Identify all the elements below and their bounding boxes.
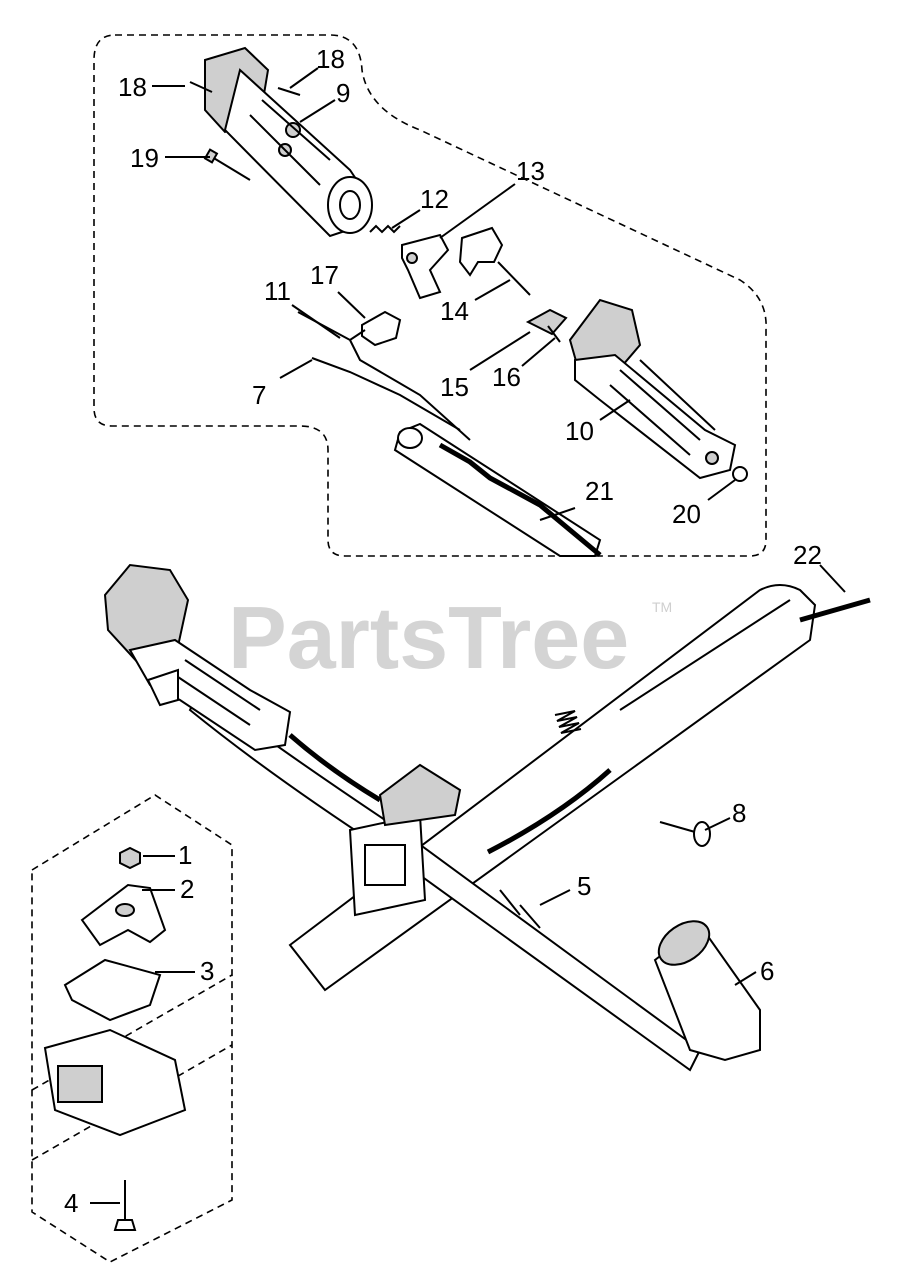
leader-13 xyxy=(439,183,516,239)
callout-16: 16 xyxy=(492,362,521,392)
leader-20 xyxy=(707,479,736,501)
switch-cover-15 xyxy=(525,308,568,336)
leader-9 xyxy=(299,99,336,123)
callout-5: 5 xyxy=(577,871,591,901)
callout-10: 10 xyxy=(565,416,594,446)
bolt-4 xyxy=(113,1180,137,1231)
callout-13: 13 xyxy=(516,156,545,186)
throttle-trigger-13 xyxy=(401,233,450,300)
leader-12 xyxy=(391,209,421,229)
screw-18-right xyxy=(277,87,301,96)
grip-cable xyxy=(288,733,382,803)
shaft-cable xyxy=(486,768,612,855)
trigger-pivot xyxy=(406,252,418,264)
shaft-spring xyxy=(554,710,582,734)
bolt-8 xyxy=(659,821,711,847)
nut-20 xyxy=(732,466,748,482)
callout-7: 7 xyxy=(252,380,266,410)
leader-14 xyxy=(474,279,511,301)
knob-2 xyxy=(80,883,167,947)
nut-1 xyxy=(119,846,141,870)
callout-12: 12 xyxy=(420,184,449,214)
callout-1: 1 xyxy=(178,840,192,870)
screw-18-left xyxy=(189,81,213,93)
leader-7 xyxy=(279,359,313,379)
leader-15 xyxy=(469,331,531,371)
rear-grip-10 xyxy=(568,298,737,480)
trigger-spring-pin xyxy=(497,261,531,296)
plate-3 xyxy=(63,958,162,1022)
callout-18a: 18 xyxy=(118,72,147,102)
leader-16 xyxy=(521,337,556,367)
callout-18b: 18 xyxy=(316,44,345,74)
callout-21: 21 xyxy=(585,476,614,506)
handle-assembly-boundary xyxy=(93,34,767,557)
connector-17 xyxy=(361,310,402,347)
front-grip-assembled xyxy=(103,563,292,752)
wire-7 xyxy=(311,357,461,431)
screw-19 xyxy=(203,148,251,181)
callout-11: 11 xyxy=(264,276,291,306)
end-grip-6 xyxy=(653,920,761,1062)
callout-4: 4 xyxy=(64,1188,78,1218)
watermark-trademark: TM xyxy=(652,599,672,615)
clamp-body xyxy=(43,1028,187,1137)
callout-19: 19 xyxy=(130,143,159,173)
clamp-assembly-boundary xyxy=(31,794,233,1263)
leader-21 xyxy=(539,507,576,521)
callout-22: 22 xyxy=(793,540,822,570)
leader-10 xyxy=(599,399,631,421)
callout-2: 2 xyxy=(180,874,194,904)
callout-20: 20 xyxy=(672,499,701,529)
tube-21 xyxy=(393,422,602,557)
callout-8: 8 xyxy=(732,798,746,828)
leader-22 xyxy=(819,564,846,593)
callout-9: 9 xyxy=(336,78,350,108)
callout-14: 14 xyxy=(440,296,469,326)
leader-6 xyxy=(734,971,757,986)
callout-15: 15 xyxy=(440,372,469,402)
shaft-clamp xyxy=(348,763,462,917)
callout-17: 17 xyxy=(310,260,339,290)
pin-16 xyxy=(547,325,561,343)
lockout-trigger-14 xyxy=(458,226,504,277)
spring-12 xyxy=(369,224,401,234)
handle-housing-part xyxy=(204,46,373,238)
leader-17 xyxy=(337,291,366,319)
leader-11 xyxy=(291,304,341,339)
watermark-text: PartsTree xyxy=(228,588,629,687)
leader-8 xyxy=(704,817,731,831)
callout-3: 3 xyxy=(200,956,214,986)
leader-18b xyxy=(289,67,319,89)
leader-5 xyxy=(539,889,571,906)
callout-6: 6 xyxy=(760,956,774,986)
